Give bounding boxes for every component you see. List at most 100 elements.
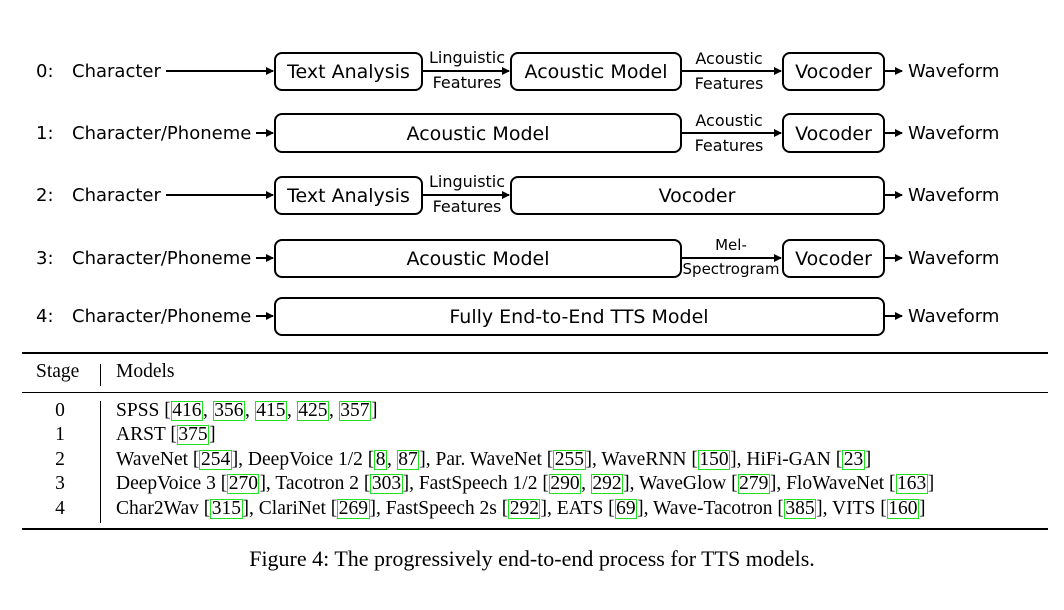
model-text: ]	[927, 473, 935, 494]
model-text: ]	[371, 400, 378, 421]
header-models: Models	[116, 361, 175, 382]
citation-link[interactable]: 160	[886, 498, 919, 519]
pipeline-row-0: 0: Character Text Analysis Linguistic Fe…	[36, 48, 999, 93]
model-text: Char2Wav [	[116, 498, 211, 519]
model-text: DeepVoice 3 [	[116, 473, 228, 494]
header-stage: Stage	[36, 361, 80, 382]
citation-link[interactable]: 416	[170, 400, 203, 421]
model-text: ], Tacotron 2 [	[259, 473, 371, 494]
figure-caption: Figure 4: The progressively end-to-end p…	[249, 546, 815, 571]
model-text: ,	[287, 400, 297, 421]
box-label: Text Analysis	[286, 185, 410, 207]
models-cell: Char2Wav [315], ClariNet [269], FastSpee…	[116, 497, 925, 521]
box-label: Acoustic Model	[525, 61, 668, 83]
model-text: ,	[329, 400, 339, 421]
citation-link[interactable]: 69	[614, 498, 638, 519]
model-text: WaveNet [	[116, 449, 200, 470]
stage-label: 4:	[36, 306, 54, 327]
citation-link[interactable]: 150	[697, 449, 731, 470]
citation-link[interactable]: 385	[783, 498, 817, 519]
output-label: Waveform	[908, 306, 999, 327]
box-label: Acoustic Model	[407, 248, 550, 270]
box-label: Vocoder	[795, 123, 872, 145]
citation-link[interactable]: 415	[254, 400, 287, 421]
connector-label: Acoustic	[695, 49, 762, 68]
output-label: Waveform	[908, 123, 999, 144]
citation-link[interactable]: 425	[296, 400, 329, 421]
model-text: ], DeepVoice 1/2 [	[231, 449, 375, 470]
citation-link[interactable]: 269	[337, 498, 370, 519]
model-text: ]	[209, 424, 216, 445]
stage-cell: 1	[55, 424, 65, 445]
column-divider	[100, 401, 101, 523]
box-label: Vocoder	[795, 248, 872, 270]
output-label: Waveform	[908, 248, 999, 269]
citation-link[interactable]: 315	[210, 498, 243, 519]
stage-label: 0:	[36, 61, 54, 82]
citation-link[interactable]: 163	[895, 473, 928, 494]
model-text: ], ClariNet [	[242, 498, 338, 519]
input-label: Character	[72, 185, 161, 206]
models-cell: ARST [375]	[116, 423, 216, 447]
connector-label: Features	[695, 136, 764, 155]
model-text: ,	[387, 449, 397, 470]
model-text: ARST [	[116, 424, 177, 445]
model-text: ], FastSpeech 1/2 [	[402, 473, 549, 494]
models-cell: WaveNet [254], DeepVoice 1/2 [8, 87], Pa…	[116, 448, 871, 472]
citation-link[interactable]: 375	[176, 424, 210, 445]
model-text: ]	[918, 498, 926, 519]
connector-label: Linguistic	[429, 172, 505, 191]
citation-link[interactable]: 255	[553, 449, 586, 470]
pipeline-row-2: 2: Character Text Analysis Linguistic Fe…	[36, 172, 999, 216]
model-text: ]	[864, 449, 872, 470]
table-bottom-rule	[22, 528, 1048, 530]
model-text: ], Wave-Tacotron [	[637, 498, 784, 519]
pipeline-row-3: 3: Character/Phoneme Acoustic Model Mel-…	[36, 236, 999, 278]
pipeline-row-4: 4: Character/Phoneme Fully End-to-End TT…	[36, 297, 999, 336]
input-label: Character/Phoneme	[72, 248, 251, 269]
input-label: Character/Phoneme	[72, 306, 251, 327]
models-cell: SPSS [416, 356, 415, 425, 357]	[116, 399, 378, 423]
connector-label: Mel-	[715, 236, 747, 254]
input-label: Character	[72, 61, 161, 82]
citation-link[interactable]: 87	[396, 449, 420, 470]
connector-label: Features	[695, 74, 764, 93]
tts-pipeline-diagram: 0: Character Text Analysis Linguistic Fe…	[36, 48, 999, 336]
model-text: ], WaveRNN [	[585, 449, 698, 470]
citation-link[interactable]: 303	[370, 473, 403, 494]
box-label: Acoustic Model	[407, 123, 550, 145]
citation-link[interactable]: 357	[338, 400, 371, 421]
stage-label: 2:	[36, 185, 54, 206]
output-label: Waveform	[908, 61, 999, 82]
citation-link[interactable]: 292	[508, 498, 541, 519]
model-text: ], WaveGlow [	[623, 473, 738, 494]
connector-label: Linguistic	[429, 48, 505, 67]
citation-link[interactable]: 8	[374, 449, 388, 470]
column-divider	[100, 364, 101, 386]
citation-link[interactable]: 23	[842, 449, 865, 470]
connector-label: Features	[433, 197, 502, 216]
model-text: ], FloWaveNet [	[769, 473, 896, 494]
citation-link[interactable]: 356	[212, 400, 245, 421]
model-text: ,	[203, 400, 213, 421]
citation-link[interactable]: 292	[590, 473, 624, 494]
model-text: ], Par. WaveNet [	[419, 449, 554, 470]
model-text: SPSS [	[116, 400, 171, 421]
model-text: ], HiFi-GAN [	[730, 449, 843, 470]
citation-link[interactable]: 270	[227, 473, 260, 494]
citation-link[interactable]: 290	[548, 473, 582, 494]
table-top-rule	[22, 352, 1048, 354]
citation-link[interactable]: 254	[199, 449, 232, 470]
model-text: ], EATS [	[540, 498, 615, 519]
connector-label: Spectrogram	[683, 260, 780, 278]
box-label: Vocoder	[659, 185, 736, 207]
citation-link[interactable]: 279	[737, 473, 770, 494]
input-label: Character/Phoneme	[72, 123, 251, 144]
stage-label: 3:	[36, 248, 54, 269]
stage-cell: 2	[55, 449, 65, 470]
model-text: ], VITS [	[816, 498, 887, 519]
stage-cell: 0	[55, 400, 65, 421]
box-label: Text Analysis	[286, 61, 410, 83]
stage-label: 1:	[36, 123, 54, 144]
model-text: ], FastSpeech 2s [	[369, 498, 509, 519]
